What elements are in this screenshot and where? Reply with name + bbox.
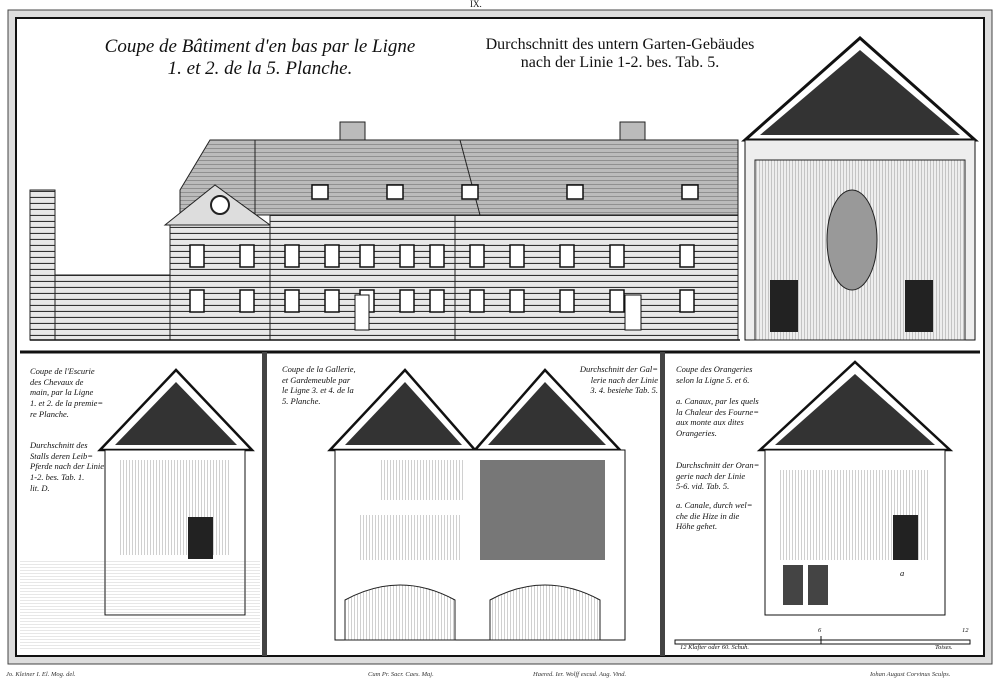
caption-line: Durchschnitt des [30, 440, 88, 450]
gallery-section [327, 368, 626, 641]
label-a: a [900, 568, 905, 578]
caption-line: des Chevaux de [30, 376, 84, 387]
scale-unit: Toises. [935, 644, 953, 651]
orangery-section [756, 360, 954, 616]
facade-window [284, 289, 300, 313]
dormer-window [461, 184, 479, 200]
caption-line: 1-2. bes. Tab. 1. [30, 471, 85, 482]
caption-line: Orangeries. [676, 427, 717, 438]
facade-window [559, 244, 575, 268]
facade-window [469, 244, 485, 268]
facade-window [189, 289, 205, 313]
orangery-note-de: a. Canale, durch wel=che die Hize in die… [676, 500, 752, 532]
title-german: Durchschnitt des untern Garten-Gebäudes … [470, 36, 770, 73]
caption-line: re Planche. [30, 408, 69, 419]
caption-line: et Gardemeuble par [282, 374, 351, 385]
caption-line: main, par la Ligne [30, 387, 94, 398]
dormer-window [566, 184, 584, 200]
facade-window [284, 244, 300, 268]
scale-label: 12 Klafter oder 60. Schuh. [680, 644, 749, 651]
facade-window [679, 244, 695, 268]
caption-line: Pferde nach der Linie [30, 461, 105, 472]
facade-window [679, 289, 695, 313]
caption-line: Höhe gehet. [676, 521, 718, 532]
dormer-window [681, 184, 699, 200]
facade-window [559, 289, 575, 313]
facade-window [324, 244, 340, 268]
caption-line: 5-6. vid. Tab. 5. [676, 481, 730, 492]
caption-line: Stalls deren Leib= [30, 450, 94, 461]
title-line: Durchschnitt des untern Garten-Gebäudes [485, 36, 755, 53]
caption-line: 5. Planche. [282, 395, 321, 406]
facade-window [324, 289, 340, 313]
facade-window [429, 289, 445, 313]
caption-line: Coupe de la Gallerie, [282, 364, 356, 374]
facade-window [509, 289, 525, 313]
credit-draftsman: Jo. Kleiner I. El. Mog. del. [6, 671, 76, 678]
dormer-window [311, 184, 329, 200]
facade-window [429, 244, 445, 268]
title-line: 1. et 2. de la 5. Planche. [167, 57, 353, 79]
gallery-caption-de: Durchschnitt der Gal=lerie nach der Lini… [560, 364, 658, 396]
garden-building-section [741, 35, 979, 341]
caption-line: Durchschnitt der Oran= [676, 460, 760, 470]
caption-line: aux monte aux dites [676, 417, 744, 428]
scale-bar [674, 636, 971, 645]
caption-line: Coupe de l'Escurie [30, 366, 95, 376]
facade-window [399, 244, 415, 268]
facade-window [609, 289, 625, 313]
building-elevation [29, 121, 740, 341]
caption-line: gerie nach der Linie [676, 470, 746, 481]
dormer-window [386, 184, 404, 200]
title-line: Coupe de Bâtiment d'en bas par le Ligne [104, 36, 416, 57]
caption-line: le Ligne 3. et 4. de la [282, 385, 354, 396]
scale-tick-end: 12 [962, 627, 969, 634]
caption-line: lerie nach der Linie [590, 374, 658, 385]
facade-window [609, 244, 625, 268]
credit-publisher: Haered. Ier. Wolff excud. Aug. Vind. [533, 671, 627, 678]
facade-window [399, 289, 415, 313]
caption-line: 1. et 2. de la premie= [30, 397, 104, 408]
facade-window [189, 244, 205, 268]
facade-window [239, 244, 255, 268]
facade-window [469, 289, 485, 313]
title-line: nach der Linie 1-2. bes. Tab. 5. [520, 54, 720, 72]
orangery-caption-de: Durchschnitt der Oran=gerie nach der Lin… [676, 460, 759, 492]
plate-number: IX. [470, 0, 482, 9]
caption-line: che die Hize in die [676, 510, 740, 521]
title-french: Coupe de Bâtiment d'en bas par le Ligne … [60, 36, 460, 80]
scale-tick-mid: 6 [818, 627, 822, 634]
caption-line: lit. D. [30, 482, 50, 493]
caption-line: selon la Ligne 5. et 6. [676, 374, 750, 385]
facade-window [239, 289, 255, 313]
caption-line: a. Canaux, par les quels [676, 396, 759, 406]
caption-line: a. Canale, durch wel= [676, 500, 753, 510]
caption-line: Coupe des Orangeries [676, 364, 753, 374]
caption-line: 3. 4. besiehe Tab. 5. [590, 385, 658, 396]
credit-privilege: Cum Pr. Sacr. Caes. Maj. [368, 671, 434, 678]
caption-line: Durchschnitt der Gal= [579, 364, 658, 374]
facade-window [509, 244, 525, 268]
stable-section [20, 368, 260, 650]
caption-line: la Chaleur des Fourne= [676, 406, 759, 417]
facade-window [359, 244, 375, 268]
credit-engraver: Iohan August Corvinus Sculps. [870, 671, 951, 678]
